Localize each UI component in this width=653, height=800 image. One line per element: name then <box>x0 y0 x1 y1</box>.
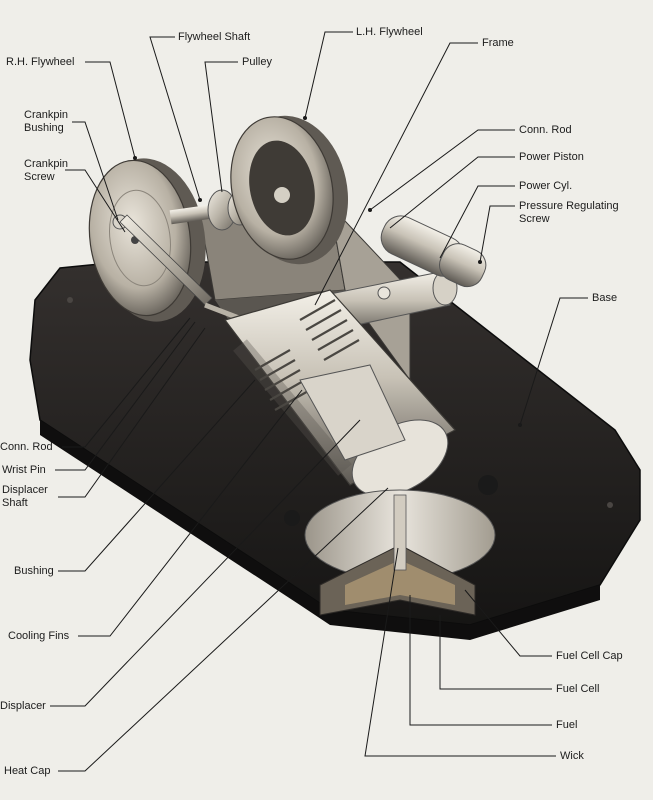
label-pressure-regulating-screw: Pressure Regulating Screw <box>519 200 619 225</box>
label-displacer-shaft: Displacer Shaft <box>2 484 48 509</box>
label-crankpin-bushing: Crankpin Bushing <box>24 109 69 134</box>
label-flywheel-shaft: Flywheel Shaft <box>178 31 251 43</box>
label-displacer: Displacer <box>0 700 46 712</box>
label-crankpin-screw: Crankpin Screw <box>24 158 69 183</box>
label-power-cyl: Power Cyl. <box>519 180 573 192</box>
label-fuel: Fuel <box>556 719 578 731</box>
label-bushing: Bushing <box>14 565 54 577</box>
leader-lines <box>50 31 588 772</box>
label-conn-rod-left: Conn. Rod <box>0 441 53 453</box>
label-wick: Wick <box>560 750 584 762</box>
label-heat-cap: Heat Cap <box>4 765 51 777</box>
label-fuel-cell-cap: Fuel Cell Cap <box>556 650 623 662</box>
label-wrist-pin: Wrist Pin <box>2 464 46 476</box>
label-frame: Frame <box>482 37 514 49</box>
label-conn-rod-right: Conn. Rod <box>519 124 572 136</box>
leader-dots <box>133 116 522 427</box>
label-pulley: Pulley <box>242 56 272 68</box>
label-power-piston: Power Piston <box>519 151 584 163</box>
displacer-cylinder-drawing <box>223 289 456 497</box>
label-rh-flywheel: R.H. Flywheel <box>6 56 75 68</box>
label-fuel-cell: Fuel Cell <box>556 683 600 695</box>
label-cooling-fins: Cooling Fins <box>8 630 70 642</box>
label-lh-flywheel: L.H. Flywheel <box>356 26 423 38</box>
fuel-cell-drawing <box>284 475 498 616</box>
label-base: Base <box>592 292 618 304</box>
lh-flywheel-drawing <box>230 115 349 265</box>
